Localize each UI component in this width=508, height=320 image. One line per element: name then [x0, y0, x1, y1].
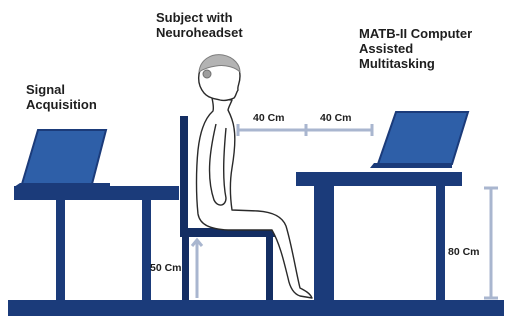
- subject-label-line2: Neuroheadset: [156, 25, 243, 40]
- laptop-screen: [376, 111, 470, 165]
- seat-height-arrow: [190, 237, 204, 298]
- matb-label-line3: Multitasking: [359, 56, 435, 71]
- chair: [180, 116, 280, 300]
- chair-leg: [266, 236, 273, 300]
- chair-backrest: [180, 116, 188, 236]
- left-desk-leg: [142, 200, 151, 300]
- neuroheadset-icon: [198, 54, 241, 74]
- left-desk-top: [14, 186, 179, 200]
- right-desk-top: [296, 172, 462, 186]
- chair-seat: [180, 228, 280, 237]
- matb-label: MATB-II Computer Assisted Multitasking: [359, 26, 472, 71]
- matb-label-line2: Assisted: [359, 41, 414, 56]
- signal-label-line2: Acquisition: [26, 97, 97, 112]
- right-desk-leg: [314, 186, 334, 300]
- distance-right-label: 40 Cm: [320, 112, 352, 124]
- distance-left-label: 40 Cm: [253, 112, 285, 124]
- subject-arm: [208, 123, 227, 206]
- signal-label-line1: Signal: [26, 82, 66, 97]
- laptop-base: [370, 163, 452, 168]
- left-desk-leg: [56, 200, 65, 300]
- matb-laptop: [370, 111, 470, 168]
- signal-acquisition-label: Signal Acquisition: [26, 82, 97, 112]
- subject-label-line1: Subject with: [156, 10, 233, 25]
- subject-label: Subject with Neuroheadset: [156, 10, 243, 40]
- seat-height-label: 50 Cm: [150, 262, 182, 274]
- distance-arrow-head-to-screen: [236, 124, 374, 136]
- table-height-label: 80 Cm: [448, 246, 480, 258]
- signal-acquisition-laptop: [14, 129, 110, 187]
- right-desk-leg: [436, 186, 445, 300]
- chair-leg: [182, 236, 189, 300]
- floor: [8, 300, 504, 316]
- laptop-screen: [20, 129, 108, 185]
- subject-body: [195, 97, 313, 299]
- matb-label-line1: MATB-II Computer: [359, 26, 473, 41]
- table-height-arrow: [484, 186, 498, 300]
- headset-sensor: [202, 69, 212, 79]
- seated-subject: [195, 55, 313, 299]
- laptop-base: [14, 183, 110, 187]
